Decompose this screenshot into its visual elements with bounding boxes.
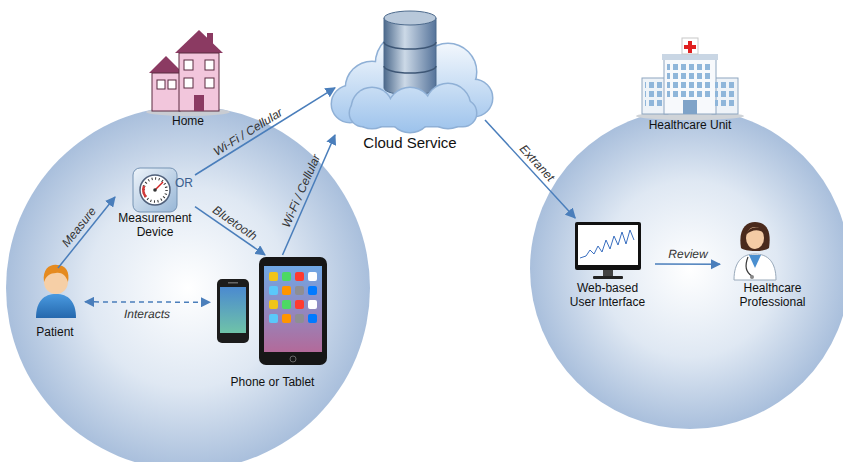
database-body <box>384 18 436 95</box>
tablet-apps <box>267 270 319 326</box>
arrow-connector <box>58 197 115 268</box>
tablet-frame <box>259 257 327 365</box>
phone-screen <box>220 287 246 333</box>
node-label: Phone or Tablet <box>213 375 333 389</box>
tablet-home-button <box>290 356 296 362</box>
patient-head <box>44 270 68 294</box>
node-label: Patient <box>25 325 85 339</box>
patient-body <box>36 294 76 318</box>
gauge-ticks <box>144 179 167 202</box>
edge-label: Measure <box>59 204 99 249</box>
hospital-door <box>683 100 697 114</box>
database-ring <box>384 66 436 73</box>
hospital-main <box>664 58 716 114</box>
house-window <box>205 60 214 70</box>
web-interface-node: Web-based User Interface <box>560 218 655 310</box>
node-label: Cloud Service <box>335 134 485 152</box>
doctor-coat <box>734 254 776 280</box>
healthcare-professional-node: Healthcare Professional <box>720 222 825 312</box>
gauge-pivot <box>153 188 157 192</box>
database-top <box>384 11 436 25</box>
edge-label: Bluetooth <box>210 203 260 243</box>
cloud-outline <box>332 32 492 122</box>
zone-outline <box>530 109 843 429</box>
edge-label: Extranet <box>516 142 557 184</box>
monitor-icon <box>575 222 641 279</box>
zone-circle <box>530 109 843 429</box>
annotation-label: OR <box>175 176 193 190</box>
house-roof <box>175 30 223 53</box>
tablet-screen <box>264 266 322 352</box>
house-chimney <box>207 33 213 47</box>
house-window <box>157 80 165 89</box>
patient-icon <box>36 265 76 318</box>
measurement-device-icon <box>133 168 177 212</box>
cloud-icon <box>332 11 492 132</box>
node-label: Healthcare Professional <box>723 281 823 309</box>
edge-label: Interacts <box>124 307 170 321</box>
hospital-wing <box>712 78 738 114</box>
gauge-needle <box>155 182 163 190</box>
dashed-connector <box>85 301 210 303</box>
cross-sign <box>682 38 698 54</box>
doctor-icon <box>734 222 776 280</box>
red-cross <box>684 41 696 53</box>
gauge-dial <box>140 175 170 205</box>
cloud-service-node: Cloud Service <box>335 15 485 155</box>
node-label: Healthcare Unit <box>590 118 790 132</box>
hospital-shadow <box>636 112 744 120</box>
cloud-body <box>350 84 476 132</box>
node-label: Web-based User Interface <box>566 281 650 309</box>
edge-label: Review <box>668 247 707 261</box>
house-shadow <box>146 108 230 116</box>
doctor-shirt <box>749 255 761 268</box>
edge-label: Wi-Fi / Cellular <box>278 153 322 231</box>
node-label: Measurement Device <box>115 211 195 239</box>
monitor-base <box>593 276 623 279</box>
arrow-connector <box>485 120 575 218</box>
hospital-icon <box>636 38 744 120</box>
phone-speaker <box>228 282 238 284</box>
house-window <box>184 78 193 88</box>
hospital-windows <box>645 82 665 109</box>
hospital-windows <box>715 82 735 109</box>
house-door <box>194 95 204 111</box>
monitor-stand <box>603 270 613 276</box>
zone-circle <box>6 106 370 462</box>
chart-line <box>580 230 634 258</box>
house-roof <box>149 56 183 73</box>
house-window <box>168 80 176 89</box>
cloud-body <box>332 32 492 122</box>
hospital-roof <box>662 54 718 60</box>
house-window <box>184 60 193 70</box>
database-ring <box>384 42 436 49</box>
doctor-fringe <box>746 227 765 235</box>
phone-tablet-node: Phone or Tablet <box>210 255 335 390</box>
stethoscope-head <box>750 275 754 279</box>
device-case <box>133 168 177 212</box>
house-icon <box>146 30 230 116</box>
monitor-frame <box>575 222 641 270</box>
house-wall <box>179 53 219 111</box>
patient-hair <box>44 265 69 282</box>
hospital-windows <box>667 63 713 97</box>
cloud-outline <box>350 84 476 132</box>
arrow-connector <box>655 263 720 265</box>
phone-tablet-icon <box>217 257 327 365</box>
healthcare-unit-zone: Healthcare UnitWeb-based User Interface H… <box>530 109 843 429</box>
hospital-wing <box>642 78 668 114</box>
stethoscope <box>746 257 752 276</box>
house-wall <box>152 73 180 111</box>
doctor-face <box>746 227 764 249</box>
phone-frame <box>217 279 249 343</box>
patient-node: Patient <box>25 268 85 340</box>
doctor-hair <box>740 222 769 251</box>
gauge-zone <box>143 186 146 197</box>
house-window <box>205 78 214 88</box>
monitor-screen <box>578 225 638 265</box>
edge-label: Wi-Fi / Cellular <box>210 105 284 158</box>
